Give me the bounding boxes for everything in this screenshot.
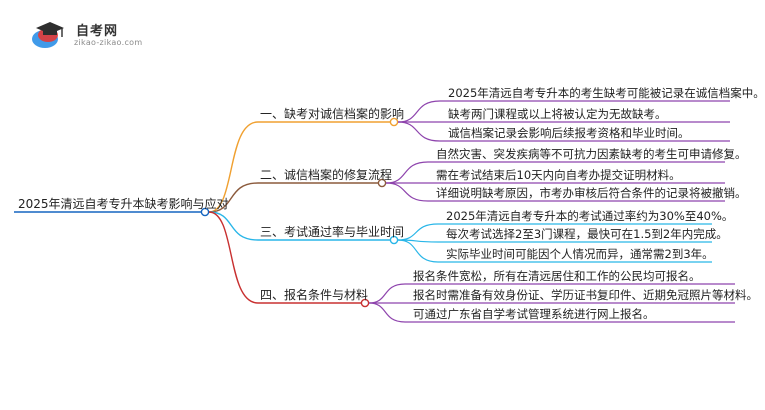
leaf-pass-rate-2-text: 每次考试选择2至3门课程，最快可在1.5到2年内完成。 [446, 227, 728, 241]
leaf-requirements-2-text: 报名时需准备有效身份证、学历证书复印件、近期免冠照片等材料。 [413, 288, 758, 302]
root-connector-dot [200, 207, 210, 217]
leaf-record-repair-2-text: 需在考试结束后10天内向自考办提交证明材料。 [436, 168, 681, 182]
branch-integrity-impact-connector [208, 121, 259, 213]
brand-name: 自考网 [76, 24, 119, 39]
leaf-pass-rate-3-text: 实际毕业时间可能因个人情况而异，通常需2到3年。 [446, 247, 714, 261]
leaf-record-repair-3-text: 详细说明缺考原因，市考办审核后符合条件的记录将被撤销。 [436, 186, 747, 200]
branch-requirements-dot [360, 298, 370, 308]
brand-site: zikao-zikao.com [74, 38, 143, 47]
branch-pass-rate-connector [208, 211, 259, 241]
root-node: 2025年清远自考专升本缺考影响与应对 [18, 197, 229, 211]
branch-pass-rate-dot [389, 235, 399, 245]
leaf-record-repair-1-connector [385, 161, 429, 184]
leaf-record-repair-3-connector [385, 182, 429, 202]
branch-requirements-label: 四、报名条件与材料 [260, 288, 369, 302]
leaf-requirements-1-connector [368, 283, 406, 304]
branch-record-repair-label: 二、诚信档案的修复流程 [260, 168, 393, 182]
branch-integrity-impact-dot [389, 117, 399, 127]
branch-integrity-impact-label: 一、缺考对诚信档案的影响 [260, 107, 405, 121]
branch-pass-rate-label: 三、考试通过率与毕业时间 [260, 225, 405, 239]
leaf-integrity-impact-3-connector [397, 121, 441, 142]
leaf-integrity-impact-2-text: 缺考两门课程或以上将被认定为无故缺考。 [448, 107, 667, 121]
branch-record-repair-dot [377, 178, 387, 188]
leaf-integrity-impact-3-text: 诚信档案记录会影响后续报考资格和毕业时间。 [448, 126, 690, 140]
leaf-pass-rate-1-text: 2025年清远自考专升本的考试通过率约为30%至40%。 [446, 209, 734, 223]
leaf-integrity-impact-1-text: 2025年清远自考专升本的考生缺考可能被记录在诚信档案中。 [448, 86, 765, 100]
leaf-requirements-3-text: 可通过广东省自学考试管理系统进行网上报名。 [413, 307, 655, 321]
branch-record-repair-connector [208, 182, 259, 213]
brand-logo: 自考网 zikao-zikao.com [28, 18, 148, 52]
branch-requirements-connector [208, 211, 259, 304]
leaf-pass-rate-3-connector [397, 239, 439, 263]
leaf-requirements-1-text: 报名条件宽松，所有在清远居住和工作的公民均可报名。 [413, 269, 701, 283]
leaf-integrity-impact-1-connector [397, 100, 441, 123]
leaf-record-repair-1-text: 自然灾害、突发疾病等不可抗力因素缺考的考生可申请修复。 [436, 147, 747, 161]
graduation-cap-logo-icon [32, 22, 64, 48]
leaf-requirements-3-connector [368, 302, 406, 323]
